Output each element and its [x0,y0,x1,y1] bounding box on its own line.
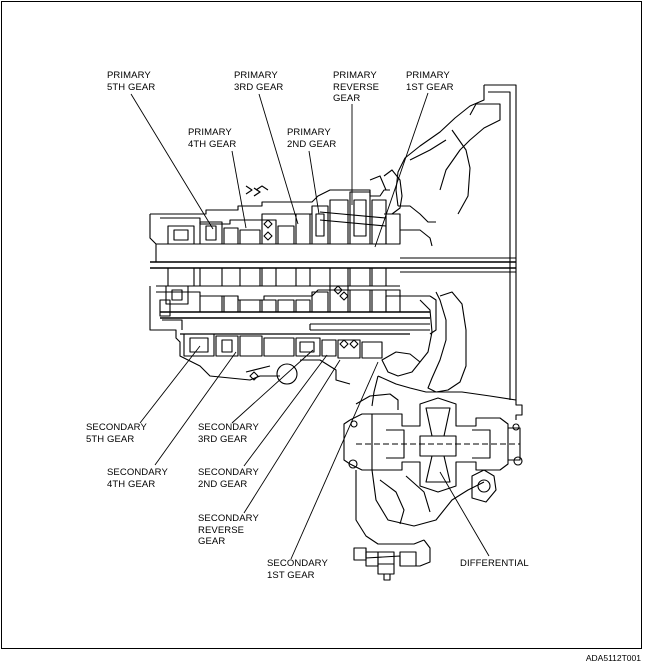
label-primary-1st-gear: PRIMARY 1ST GEAR [406,70,454,93]
label-secondary-5th-gear: SECONDARY 5TH GEAR [86,422,147,445]
label-primary-4th-gear: PRIMARY 4TH GEAR [188,127,237,150]
transaxle-case [371,84,523,420]
secondary-shaft-housing [149,285,437,381]
label-secondary-reverse-gear: SECONDARY REVERSE GEAR [198,513,259,547]
label-primary-5th-gear: PRIMARY 5TH GEAR [107,70,156,93]
label-primary-reverse-gear: PRIMARY REVERSE GEAR [333,70,380,104]
leader-lines [130,92,490,560]
diagram-border [1,1,642,649]
label-secondary-3rd-gear: SECONDARY 3RD GEAR [198,422,259,445]
label-primary-2nd-gear: PRIMARY 2ND GEAR [287,127,337,150]
label-primary-3rd-gear: PRIMARY 3RD GEAR [234,70,284,93]
differential-assembly [343,393,523,581]
label-differential: DIFFERENTIAL [460,558,529,569]
secondary-gears [180,333,410,385]
primary-gears [167,191,401,287]
figure-id: ADA5112T001 [585,653,641,663]
label-secondary-4th-gear: SECONDARY 4TH GEAR [107,467,168,490]
label-secondary-2nd-gear: SECONDARY 2ND GEAR [198,467,259,490]
primary-shaft-housing [149,169,403,262]
label-secondary-1st-gear: SECONDARY 1ST GEAR [267,558,328,581]
primary-shaft [150,243,516,287]
